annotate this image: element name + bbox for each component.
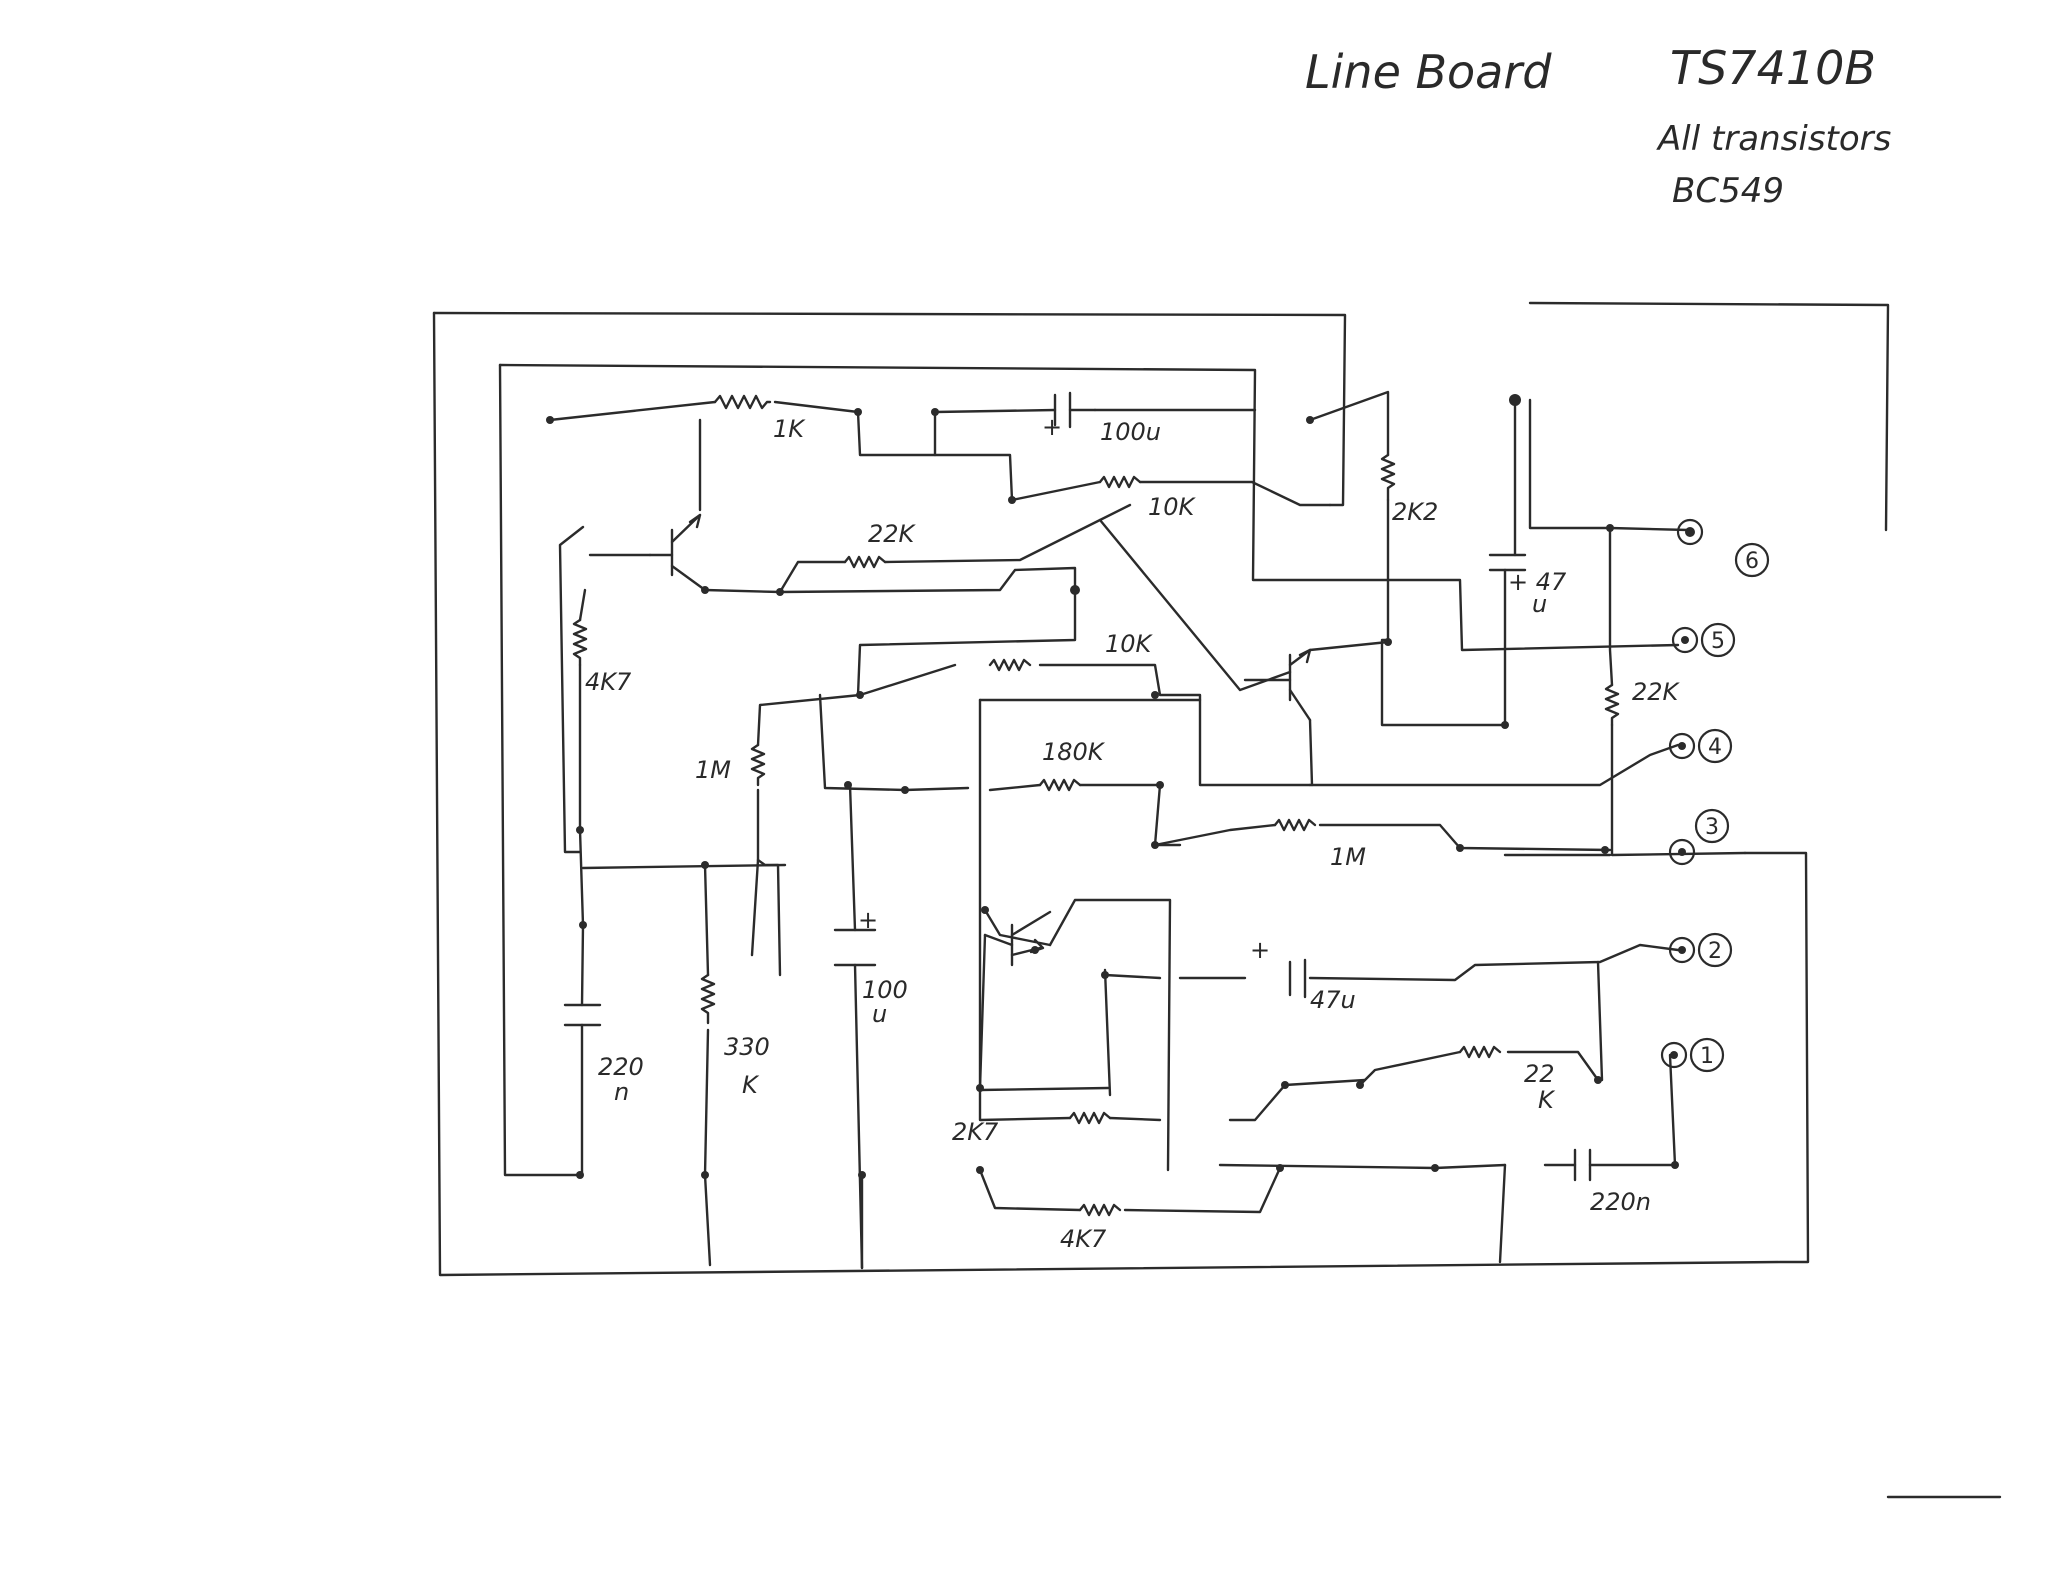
label-47u-low: 47u [1310, 986, 1356, 1014]
component-labels: 1K + 100u 10K 22K 2K2 + 47 u 4K7 10K 22K… [585, 413, 1681, 1253]
label-22k-upper: 22K [868, 520, 917, 548]
label-100u-mid-line1: 100 [862, 976, 908, 1004]
label-220n-left-line1: 220 [598, 1053, 644, 1081]
label-47u-line1: + 47 [1508, 568, 1567, 596]
capacitor-100u-mid [833, 928, 877, 967]
label-22k-right: 22K [1632, 678, 1681, 706]
board-title: Line Board [1305, 45, 1552, 99]
resistor-4k7-left [572, 618, 588, 667]
label-330k-line1: 330 [724, 1033, 770, 1061]
resistor-22k-low [1458, 1045, 1502, 1059]
transistor-note-line2: BC549 [1672, 171, 1784, 211]
resistor-4k7-bottom [1078, 1203, 1122, 1217]
transistor-note-line1: All transistors [1656, 119, 1891, 159]
board-model: TS7410B [1670, 41, 1876, 95]
label-47u-line2: u [1532, 590, 1547, 618]
terminal-4-label: 4 [1708, 735, 1722, 760]
capacitors [563, 391, 1592, 1182]
capacitor-47u-low [1288, 958, 1307, 999]
label-47u-low-plus: + [1250, 936, 1270, 964]
terminal-6: 6 [1676, 518, 1770, 578]
label-2k7: 2K7 [952, 1118, 999, 1146]
terminal-3-label: 3 [1705, 815, 1719, 840]
transistors [648, 513, 1312, 967]
resistor-1k [713, 394, 772, 410]
resistor-180k [1038, 778, 1082, 792]
terminal-1-label: 1 [1700, 1044, 1714, 1069]
resistor-1m-left [750, 743, 766, 787]
resistor-22k-upper [843, 555, 887, 569]
label-4k7-left: 4K7 [585, 668, 632, 696]
label-4k7-bottom: 4K7 [1060, 1225, 1107, 1253]
label-10k-upper: 10K [1148, 493, 1197, 521]
label-100u-top: 100u [1100, 418, 1161, 446]
wiring [432, 301, 1890, 1277]
junctions [546, 394, 1679, 1179]
transistor-q2 [1243, 648, 1312, 722]
terminal-3: 3 [1668, 808, 1730, 866]
terminal-6-label: 6 [1745, 549, 1759, 574]
resistor-1m-mid [1273, 818, 1317, 832]
capacitor-220n-left [563, 1003, 602, 1027]
terminal-1: 1 [1660, 1037, 1725, 1073]
label-22k-low-line1: 22 [1524, 1060, 1555, 1088]
capacitor-220n-right [1573, 1148, 1592, 1182]
resistor-2k2 [1380, 453, 1396, 502]
resistor-10k-mid [988, 658, 1032, 672]
label-10k-mid: 10K [1105, 630, 1154, 658]
label-22k-low-line2: K [1538, 1086, 1556, 1114]
label-1k: 1K [773, 415, 806, 443]
label-1m-left: 1M [695, 756, 731, 784]
label-1m-mid: 1M [1330, 843, 1366, 871]
label-220n-right: 220n [1590, 1188, 1651, 1216]
terminal-2: 2 [1668, 932, 1733, 968]
label-100u-mid-line2: u [872, 1000, 887, 1028]
label-220n-left-line2: n [614, 1078, 629, 1106]
label-100u-top-plus: + [1042, 413, 1062, 441]
resistor-10k-upper [1098, 475, 1142, 489]
resistor-2k7 [1068, 1111, 1112, 1125]
resistor-330k [700, 973, 716, 1025]
label-180k: 180K [1042, 738, 1106, 766]
resistor-22k-right [1604, 683, 1620, 727]
label-2k2: 2K2 [1392, 498, 1438, 526]
terminal-5: 5 [1671, 622, 1736, 658]
label-330k-line2: K [742, 1071, 760, 1099]
terminal-2-label: 2 [1708, 939, 1722, 964]
terminal-5-label: 5 [1711, 629, 1725, 654]
capacitor-47u [1488, 553, 1527, 572]
terminals: 6 5 4 3 2 1 [1660, 518, 1770, 1073]
capacitor-100u-top [1053, 391, 1097, 429]
label-100u-mid-plus: + [858, 906, 878, 934]
transistor-q1 [648, 513, 707, 592]
resistors [572, 394, 1620, 1217]
terminal-4: 4 [1668, 728, 1733, 764]
